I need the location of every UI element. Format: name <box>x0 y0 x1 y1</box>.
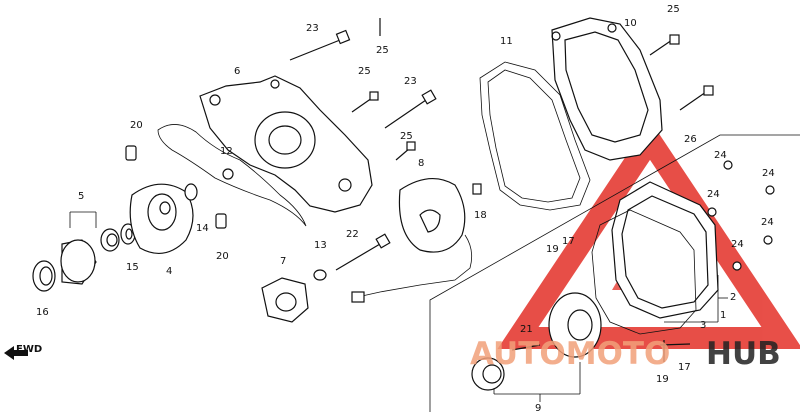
watermark-text-automoto: AUTOMOTO <box>470 336 670 372</box>
part-24-bolt-d <box>763 235 773 245</box>
callout-25d: 25 <box>667 4 680 15</box>
part-24-bolt-c <box>765 185 775 195</box>
callout-19a: 19 <box>546 244 559 255</box>
part-2-cover <box>611 181 719 319</box>
part-9-bearing <box>471 357 505 391</box>
callout-17a: 17 <box>562 236 575 247</box>
leader-lines <box>69 211 728 402</box>
callout-10: 10 <box>624 18 637 29</box>
callout-5: 5 <box>78 191 84 202</box>
callout-11: 11 <box>500 36 513 47</box>
part-rotor <box>548 292 602 358</box>
callout-1: 1 <box>720 310 726 321</box>
callout-7: 7 <box>280 256 286 267</box>
part-23-bolt-a <box>289 39 341 61</box>
callout-14: 14 <box>196 223 209 234</box>
callout-20a: 20 <box>130 120 143 131</box>
callout-25b: 25 <box>358 66 371 77</box>
callout-9: 9 <box>535 403 541 414</box>
callout-16: 16 <box>36 307 49 318</box>
callout-13: 13 <box>314 240 327 251</box>
callout-24c: 24 <box>762 168 775 179</box>
callout-17b: 17 <box>678 362 691 373</box>
part-8-plate <box>351 178 473 303</box>
callout-21: 21 <box>520 324 533 335</box>
part-24-bolt-a <box>723 160 733 170</box>
callout-23a: 23 <box>306 23 319 34</box>
part-22-bolt <box>335 243 381 271</box>
callout-15: 15 <box>126 262 139 273</box>
callout-4: 4 <box>166 266 172 277</box>
callout-19b: 19 <box>656 374 669 385</box>
callout-12: 12 <box>220 146 233 157</box>
part-10-cover <box>551 17 663 161</box>
part-26-bolt <box>679 91 707 111</box>
part-21-bolt <box>511 344 541 351</box>
watermark-text-hub: HUB <box>706 336 781 372</box>
callout-24a: 24 <box>714 150 727 161</box>
callout-20b: 20 <box>216 251 229 262</box>
part-7-housing <box>261 277 309 323</box>
callout-8: 8 <box>418 158 424 169</box>
part-24-bolt-e <box>732 261 742 271</box>
fwd-arrow-icon <box>4 346 28 360</box>
part-6-pump-body <box>199 75 373 213</box>
part-23-bolt-b <box>384 99 427 129</box>
callout-2: 2 <box>730 292 736 303</box>
callout-25c: 25 <box>400 131 413 142</box>
group-divider-line <box>429 134 800 412</box>
callout-6: 6 <box>234 66 240 77</box>
part-4-impeller <box>129 183 198 255</box>
callout-24d: 24 <box>761 217 774 228</box>
part-20-pin-b <box>215 213 227 229</box>
fwd-label: FWD <box>16 344 42 355</box>
part-11-gasket <box>479 61 591 211</box>
part-18-bolt <box>472 183 482 195</box>
part-13-washer <box>313 269 327 281</box>
part-12-bolt <box>222 168 234 180</box>
part-5-bearing <box>60 228 120 285</box>
part-20-pin-a <box>125 145 137 161</box>
part-25-bolt-a <box>351 97 373 113</box>
part-1-gasket <box>591 209 697 335</box>
part-24-bolt-b <box>707 207 717 217</box>
part-17-bolt <box>659 343 691 346</box>
callout-3: 3 <box>700 320 706 331</box>
part-15-ring <box>120 223 136 245</box>
part-16-seal <box>32 260 56 292</box>
callout-25a: 25 <box>376 45 389 56</box>
callout-24b: 24 <box>707 189 720 200</box>
callout-18: 18 <box>474 210 487 221</box>
callout-26: 26 <box>684 134 697 145</box>
callout-24e: 24 <box>731 239 744 250</box>
part-8-connector <box>351 291 365 303</box>
part-25-bolt-d <box>649 39 673 56</box>
callout-22: 22 <box>346 229 359 240</box>
part-oring-gasket <box>157 124 307 227</box>
callout-23b: 23 <box>404 76 417 87</box>
